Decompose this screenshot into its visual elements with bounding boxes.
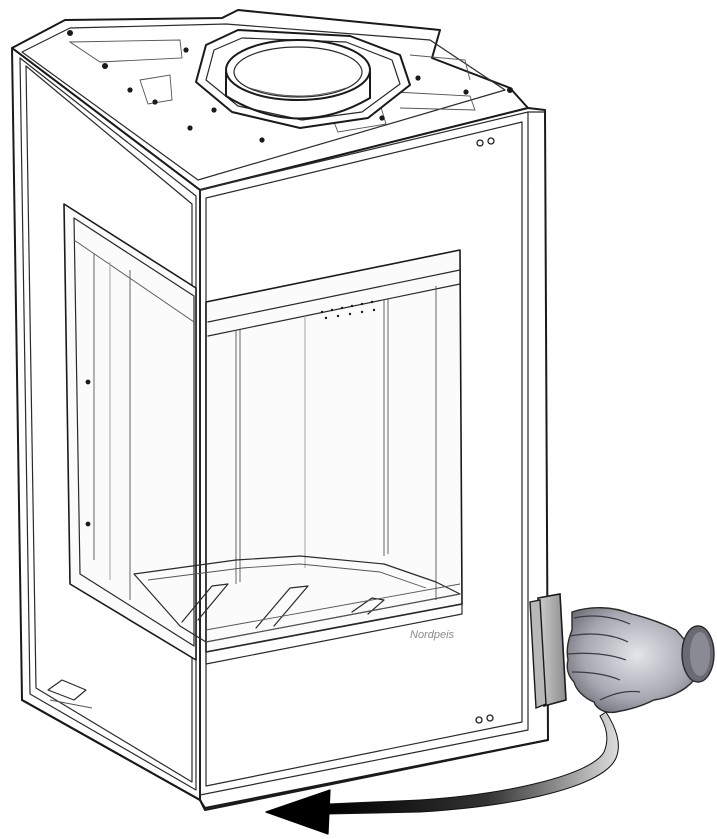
door-clamp	[529, 593, 567, 710]
bottom-hinge-bracket	[21, 679, 201, 801]
flue-collar	[195, 29, 411, 129]
front-glass-window: Nordpeis	[133, 249, 463, 665]
brand-mark: Nordpeis	[410, 629, 455, 641]
curved-rotate-arrow-icon	[265, 711, 619, 835]
air-vent-dots	[320, 300, 376, 320]
screw-icon	[102, 63, 108, 69]
left-glass-window	[63, 203, 197, 661]
flue-pipe-opening	[225, 39, 371, 101]
gloved-hand-icon	[566, 607, 715, 714]
firebox-grate	[133, 555, 461, 643]
screw-icon	[67, 30, 73, 36]
